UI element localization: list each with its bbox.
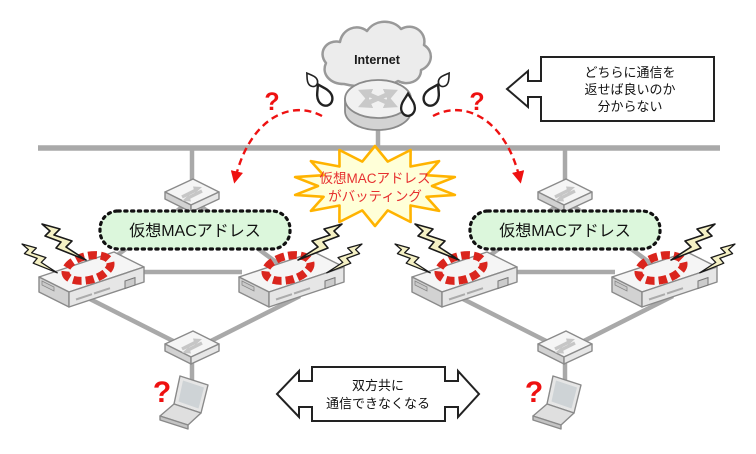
question-mark-top-right: ? <box>469 88 484 116</box>
router-icon <box>344 79 417 131</box>
callout-right-line-2: 返せば良いのか <box>584 82 675 97</box>
callout-right-line-3: 分からない <box>597 99 662 114</box>
dashed-arrow-left <box>230 108 323 184</box>
virtual-mac-label-right: 仮想MACアドレス <box>499 222 631 240</box>
callout-right-line-1: どちらに通信を <box>584 65 675 80</box>
question-mark-top-left: ? <box>264 88 279 116</box>
callout-bottom-line-1: 双方共に <box>352 378 404 393</box>
virtual-mac-box-left <box>98 209 292 251</box>
virtual-mac-box-right <box>468 209 662 251</box>
starburst-text-line-1: 仮想MACアドレス <box>320 171 431 186</box>
callout-bottom-line-2: 通信できなくなる <box>326 396 430 411</box>
question-mark-bottom-right: ? <box>525 376 543 409</box>
callout-right-box <box>505 56 715 122</box>
internet-cloud-icon <box>321 20 432 88</box>
virtual-mac-label-left: 仮想MACアドレス <box>129 222 261 240</box>
dashed-arrow-right <box>432 108 525 184</box>
router-arrows-icon <box>358 89 398 108</box>
conflict-starburst-icon <box>293 144 457 228</box>
question-mark-bottom-left: ? <box>153 376 171 409</box>
internet-label: Internet <box>354 53 401 67</box>
callout-bottom-box <box>275 366 481 422</box>
starburst-text-line-2: がバッティング <box>328 189 422 204</box>
